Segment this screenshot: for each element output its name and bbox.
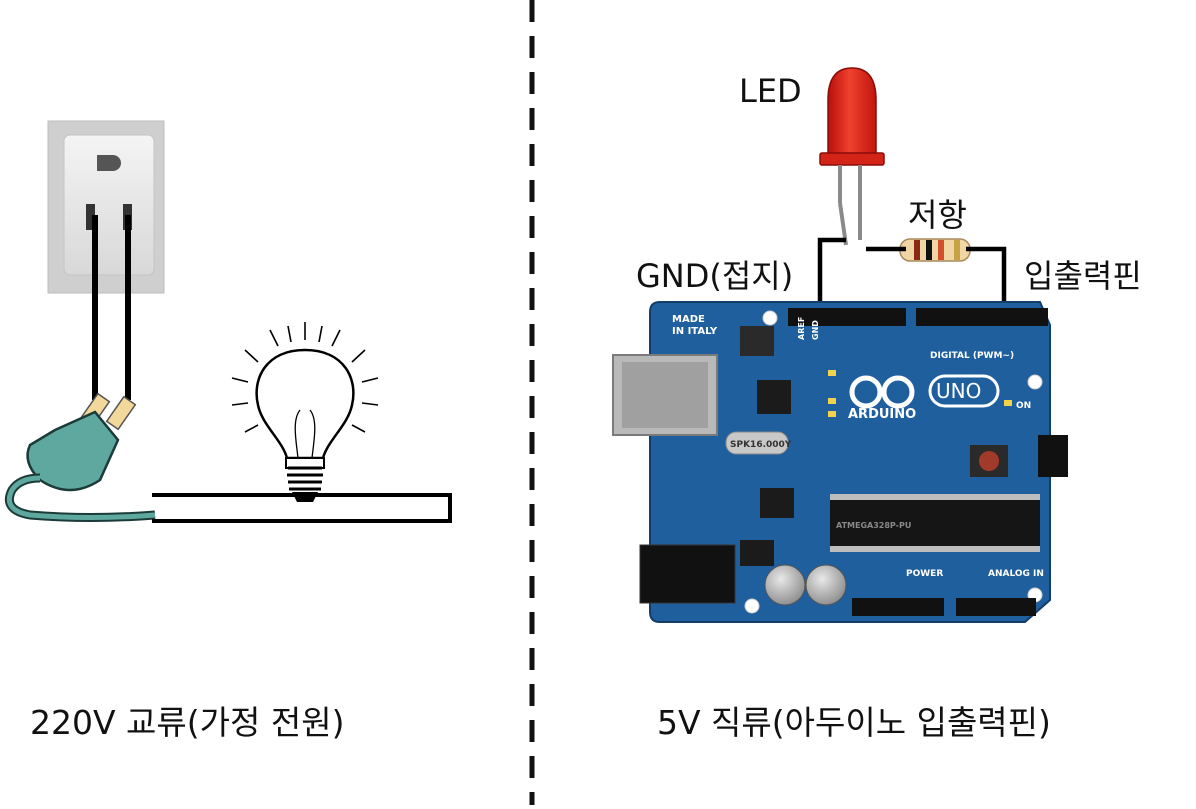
- arduino-logo-icon: [849, 375, 915, 409]
- io-pin-label: 입출력핀: [1024, 257, 1142, 295]
- ac-caption: 220V 교류(가정 전원): [30, 703, 345, 742]
- socket-wires: [92, 215, 131, 400]
- led-component: [819, 67, 885, 246]
- aref-pin-label: AREF: [797, 317, 806, 340]
- plug: [4, 392, 156, 522]
- led-label: LED: [739, 72, 802, 110]
- board-labels: MADE IN ITALY ARDUINO UNO SPK16.000Y DIG…: [672, 314, 1044, 579]
- gnd-label: GND(접지): [636, 257, 794, 295]
- brand-label: ARDUINO: [848, 407, 916, 422]
- digital-label: DIGITAL (PWM~): [930, 351, 1014, 361]
- gnd-pin-label: GND: [811, 320, 820, 340]
- lightbulb-icon: [231, 322, 379, 502]
- on-label: ON: [1016, 401, 1031, 411]
- crystal-label: SPK16.000Y: [730, 440, 792, 450]
- arduino-board: [612, 301, 1068, 623]
- analog-label: ANALOG IN: [988, 569, 1044, 579]
- power-label: POWER: [906, 569, 943, 579]
- resistor-label: 저항: [908, 196, 967, 234]
- made-in-label: MADE IN ITALY: [672, 314, 718, 337]
- model-label: UNO: [936, 379, 981, 403]
- arduino-wires: [817, 237, 1007, 318]
- dc-caption: 5V 직류(아두이노 입출력핀): [657, 703, 1051, 742]
- chip-label: ATMEGA328P-PU: [836, 521, 911, 530]
- wall-socket: [47, 120, 165, 294]
